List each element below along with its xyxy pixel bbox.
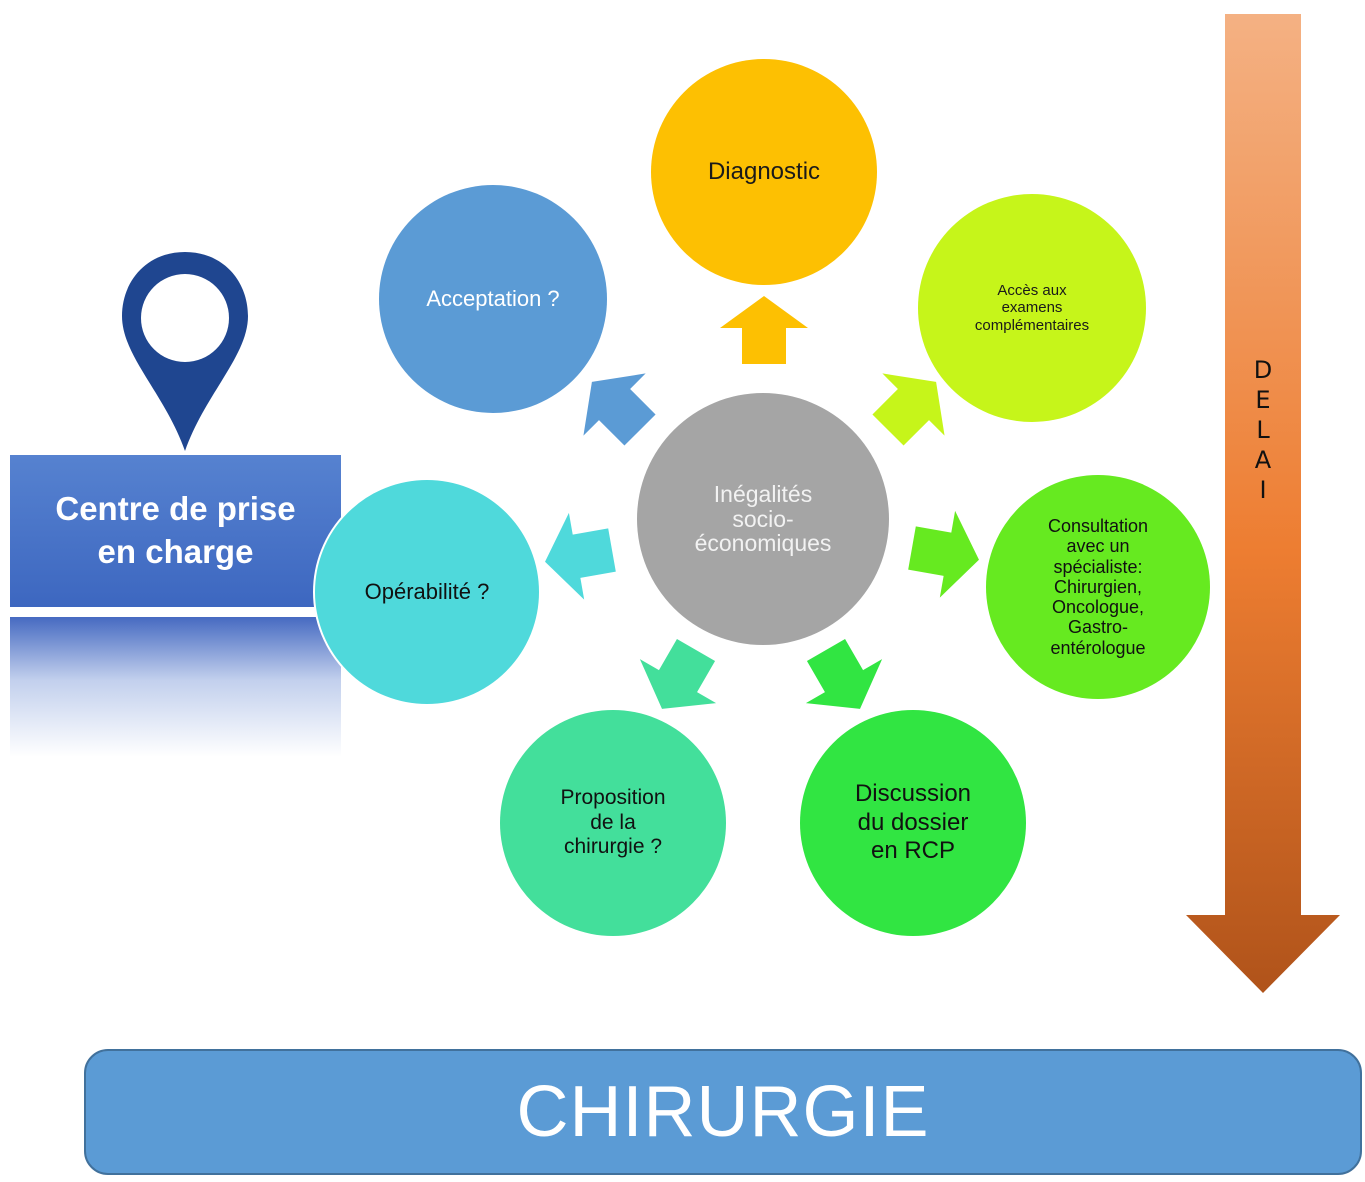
delai-letter: L — [1256, 416, 1270, 444]
operabilite-label: Opérabilité ? — [364, 579, 490, 605]
chirurgie-label: CHIRURGIE — [516, 1072, 930, 1152]
chirurgie-box: CHIRURGIE — [84, 1049, 1362, 1175]
arrow-to-operabilite — [537, 506, 620, 606]
diagnostic-label: Diagnostic — [707, 158, 821, 186]
location-pin-icon — [122, 252, 248, 451]
delai-letter: I — [1259, 476, 1267, 504]
centre-label: Centre de prise en charge — [55, 490, 296, 570]
circle-diagnostic: Diagnostic — [651, 59, 877, 285]
acceptation-label: Acceptation ? — [426, 286, 560, 312]
circle-proposition-chirurgie: Proposition de la chirurgie ? — [500, 710, 726, 936]
circle-discussion-rcp: Discussion du dossier en RCP — [800, 710, 1026, 936]
circle-consultation: Consultation avec un spécialiste: Chirur… — [986, 475, 1210, 699]
center-circle-inegalites: Inégalités socio- économiques — [637, 393, 889, 645]
acces-label: Accès aux examens complémentaires — [974, 282, 1090, 334]
circle-operabilite: Opérabilité ? — [313, 478, 541, 706]
delai-letter: D — [1253, 356, 1273, 384]
proposition-label: Proposition de la chirurgie ? — [560, 785, 666, 859]
delai-letter: A — [1254, 446, 1272, 474]
arrow-to-diagnostic — [720, 296, 808, 364]
discussion-label: Discussion du dossier en RCP — [854, 779, 972, 865]
centre-label-reflection: Centre de prise en charge — [10, 617, 341, 757]
circle-acceptation: Acceptation ? — [379, 185, 607, 413]
arrow-to-consultation — [904, 504, 987, 604]
consultation-label: Consultation avec un spécialiste: Chirur… — [1047, 515, 1149, 658]
center-label: Inégalités socio- économiques — [694, 480, 832, 557]
circle-acces-examens: Accès aux examens complémentaires — [918, 194, 1146, 422]
delai-label: D E L A I — [1225, 355, 1301, 505]
centre-de-prise-en-charge-box: Centre de prise en charge — [10, 455, 341, 607]
delai-arrow — [1186, 14, 1340, 993]
delai-letter: E — [1255, 386, 1271, 414]
